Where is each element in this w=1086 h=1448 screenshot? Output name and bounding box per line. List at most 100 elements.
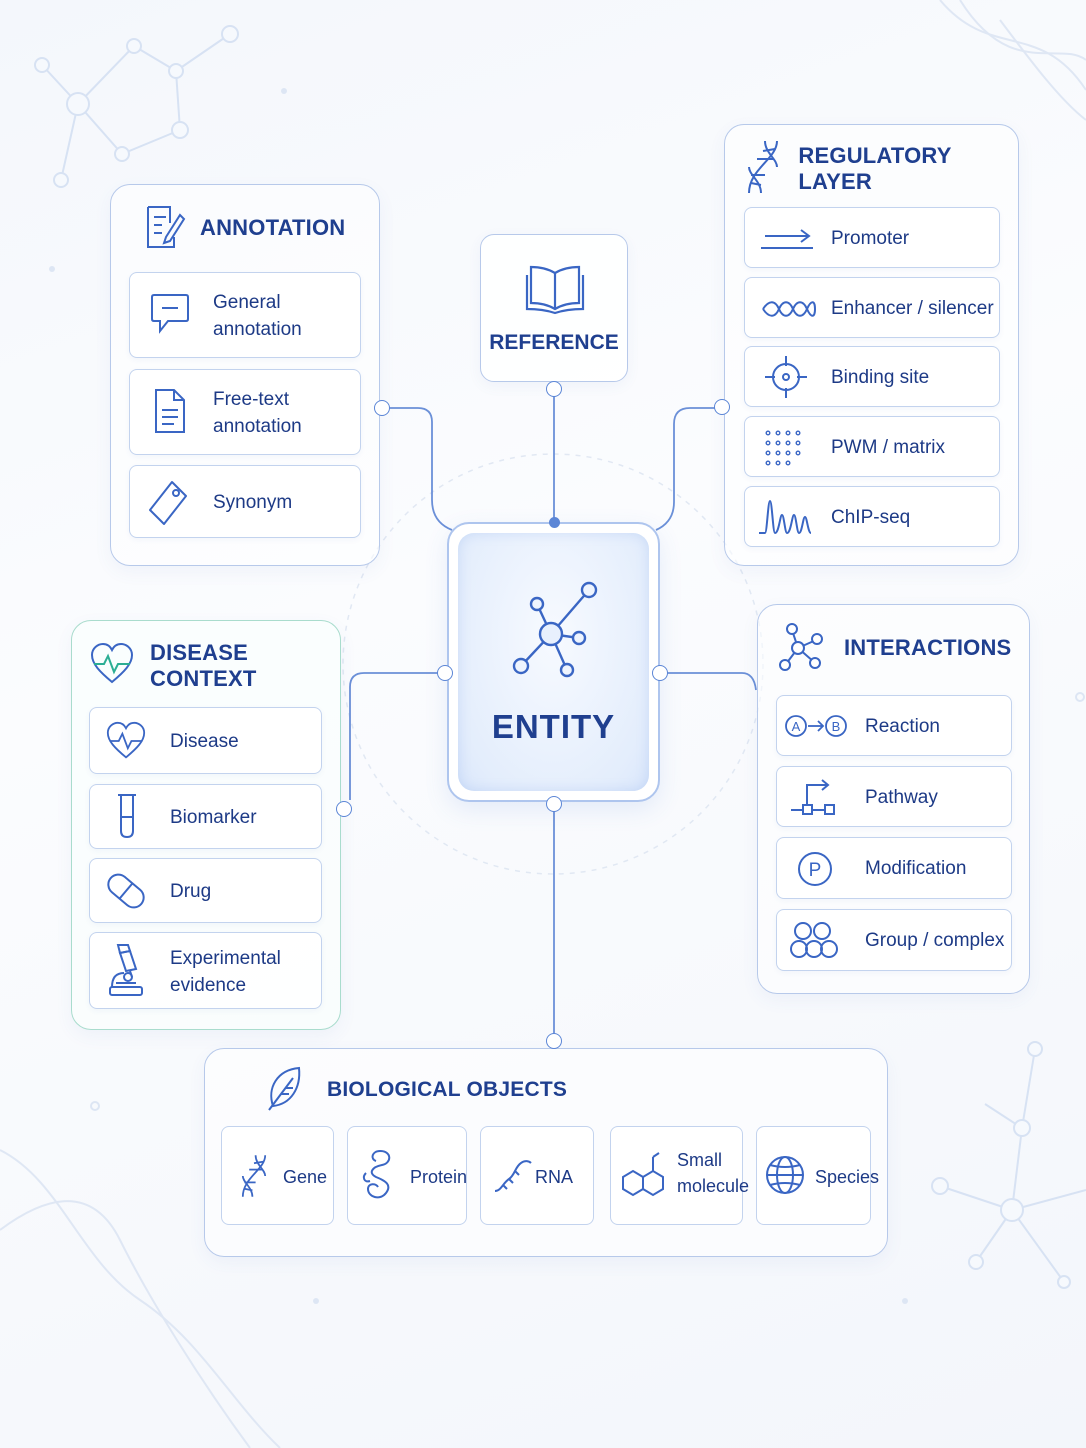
reference-box[interactable]: REFERENCE <box>480 234 628 382</box>
bio-item-small-molecule[interactable]: Small molecule <box>610 1126 749 1225</box>
biological-title: BIOLOGICAL OBJECTS <box>327 1078 568 1101</box>
annotation-item-label: Free-text <box>213 389 290 410</box>
interactions-title: INTERACTIONS <box>844 635 1012 660</box>
hexagon-molecule-icon <box>621 1151 667 1206</box>
pathway-icon <box>791 777 835 817</box>
interactions-item-label: Pathway <box>865 787 938 808</box>
interactions-item-pathway[interactable]: Pathway <box>776 766 1012 827</box>
microscope-icon <box>106 943 146 997</box>
connector-node-biological <box>546 1033 562 1049</box>
regulatory-item-pwm[interactable]: PWM / matrix <box>744 416 1000 477</box>
bio-item-rna[interactable]: RNA <box>480 1126 594 1225</box>
annotation-title: ANNOTATION <box>200 215 346 240</box>
a-to-b-icon: A B <box>785 714 847 738</box>
entity-label: ENTITY <box>491 708 616 745</box>
target-icon <box>765 356 807 398</box>
bio-item-label: RNA <box>535 1167 574 1187</box>
molecule-network-icon <box>778 622 826 674</box>
interactions-item-complex[interactable]: Group / complex <box>776 909 1012 971</box>
modification-glyph: P <box>809 860 822 881</box>
disease-item-label: Disease <box>170 731 239 752</box>
dna-helix-decoration-top-right <box>939 0 1086 121</box>
connector-node-entity-left <box>437 665 453 681</box>
connector-node-entity-bottom <box>546 796 562 812</box>
annotation-item-label: General <box>213 292 281 313</box>
bio-item-label: molecule <box>677 1176 750 1196</box>
disease-item-disease[interactable]: Disease <box>89 707 322 774</box>
connector-disease <box>349 672 445 800</box>
bio-item-species[interactable]: Species <box>756 1126 879 1225</box>
peaks-icon <box>759 499 813 535</box>
regulatory-item-label: PWM / matrix <box>831 437 945 458</box>
globe-icon <box>765 1153 805 1202</box>
loops-icon <box>761 300 816 318</box>
regulatory-title: REGULATORY LAYER <box>798 143 952 194</box>
bio-item-gene[interactable]: Gene <box>221 1126 334 1225</box>
connector-node-entity-top <box>549 517 560 528</box>
disease-item-biomarker[interactable]: Biomarker <box>89 784 322 849</box>
dna-icon <box>238 1149 270 1208</box>
regulatory-item-label: Promoter <box>831 228 910 249</box>
heart-pulse-icon <box>90 642 134 690</box>
arrow-icon <box>761 228 815 252</box>
disease-item-label: evidence <box>170 975 247 996</box>
connector-node-disease <box>336 801 352 817</box>
connector-node-entity-right <box>652 665 668 681</box>
disease-title: DISEASE CONTEXT <box>150 640 257 691</box>
rna-icon <box>493 1157 533 1198</box>
leaf-icon <box>267 1066 307 1114</box>
disease-item-label: Experimental <box>170 948 281 969</box>
dot-matrix-icon <box>765 430 805 466</box>
document-icon <box>154 388 186 434</box>
bio-item-label: Gene <box>283 1167 328 1187</box>
disease-item-label: Biomarker <box>170 807 257 828</box>
connector-annotation <box>382 407 453 531</box>
speech-bubble-icon <box>150 293 190 337</box>
connector-node-regulatory <box>714 399 730 415</box>
molecule-decoration-top-left <box>34 25 239 188</box>
protein-icon <box>362 1147 396 1208</box>
connector-regulatory <box>655 407 722 531</box>
regulatory-item-promoter[interactable]: Promoter <box>744 207 1000 268</box>
bio-item-protein[interactable]: Protein <box>347 1126 467 1225</box>
interactions-item-label: Group / complex <box>865 930 1005 951</box>
connector-interactions <box>660 672 757 691</box>
annotation-item-general[interactable]: General annotation <box>129 272 361 358</box>
disease-item-evidence[interactable]: Experimental evidence <box>89 932 322 1009</box>
entity-node[interactable]: ENTITY <box>447 522 660 802</box>
interactions-item-label: Modification <box>865 858 967 879</box>
reaction-glyph-a: A <box>792 719 801 734</box>
regulatory-item-enhancer[interactable]: Enhancer / silencer <box>744 277 1000 338</box>
reference-label: REFERENCE <box>489 331 619 354</box>
reaction-glyph-b: B <box>832 719 841 734</box>
regulatory-item-label: Enhancer / silencer <box>831 298 994 319</box>
molecule-decoration-bottom-right <box>931 1041 1086 1289</box>
interactions-item-label: Reaction <box>865 716 940 737</box>
annotation-item-label: Synonym <box>213 492 293 513</box>
dna-icon <box>743 139 786 199</box>
heart-pulse-icon <box>106 721 146 761</box>
tag-icon <box>148 480 190 526</box>
bio-item-label: Protein <box>410 1167 468 1187</box>
complex-icon <box>789 920 839 960</box>
network-icon <box>507 578 598 683</box>
annotation-edit-icon <box>144 203 188 253</box>
connector-node-annotation <box>374 400 390 416</box>
interactions-item-modification[interactable]: P Modification <box>776 837 1012 899</box>
disease-item-drug[interactable]: Drug <box>89 858 322 923</box>
test-tube-icon <box>116 793 138 839</box>
annotation-item-label: annotation <box>213 416 302 437</box>
regulatory-item-label: Binding site <box>831 367 930 388</box>
pill-icon <box>106 869 146 913</box>
book-icon <box>525 263 585 320</box>
bio-item-label: Small <box>677 1150 723 1170</box>
regulatory-item-label: ChIP-seq <box>831 507 911 528</box>
connector-node-reference <box>546 381 562 397</box>
disease-item-label: Drug <box>170 881 212 902</box>
interactions-item-reaction[interactable]: A B Reaction <box>776 695 1012 756</box>
phospho-icon: P <box>797 851 833 887</box>
annotation-item-synonym[interactable]: Synonym <box>129 465 361 538</box>
regulatory-item-binding-site[interactable]: Binding site <box>744 346 1000 407</box>
annotation-item-free-text[interactable]: Free-text annotation <box>129 369 361 455</box>
regulatory-item-chip-seq[interactable]: ChIP-seq <box>744 486 1000 547</box>
